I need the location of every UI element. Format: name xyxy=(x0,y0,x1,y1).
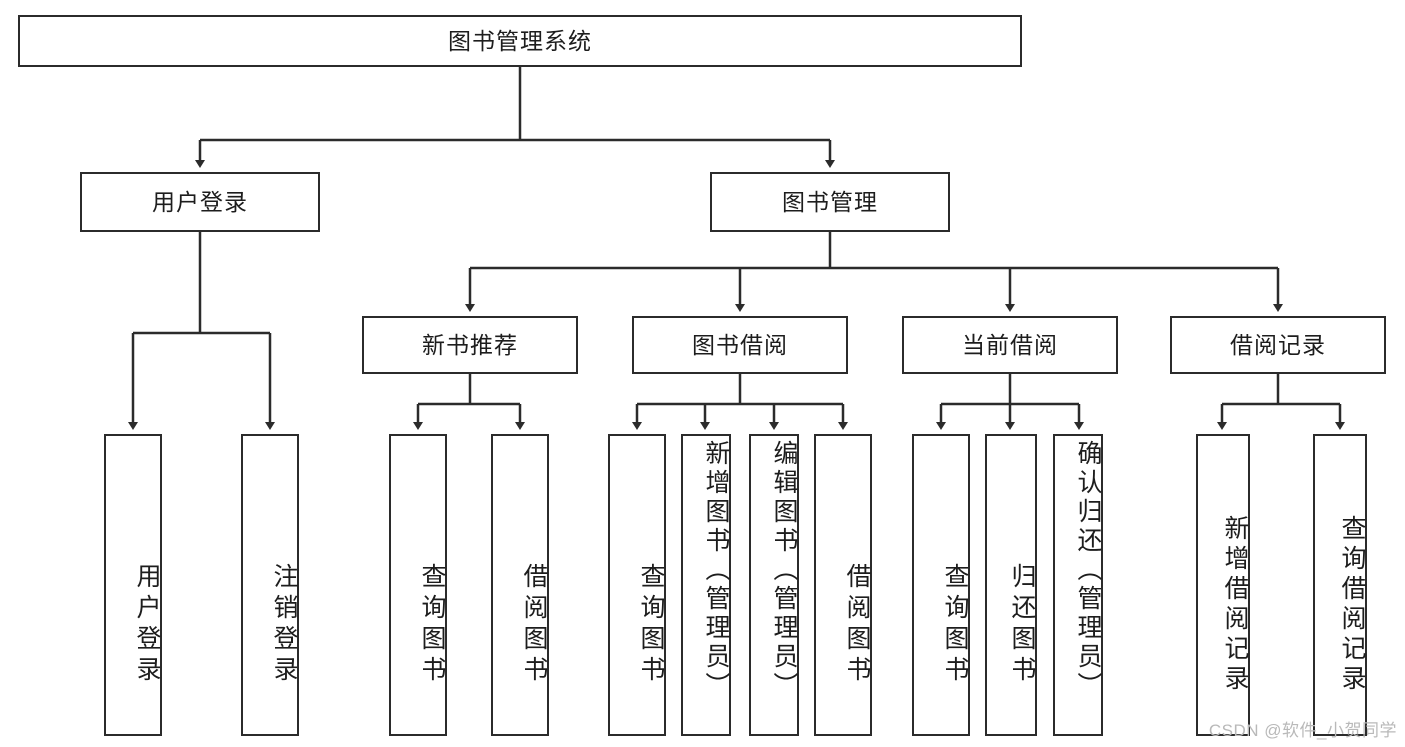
leaf-confirm-return-admin[interactable]: 确认归还（管理员） xyxy=(1053,434,1103,736)
leaf-borrow-book-new[interactable]: 借阅图书 xyxy=(491,434,549,736)
leaf-query-borrow-record-label: 查询借阅记录 xyxy=(1338,515,1366,695)
node-new-book-recommend-label: 新书推荐 xyxy=(422,331,518,358)
leaf-add-borrow-record-label: 新增借阅记录 xyxy=(1221,515,1249,695)
leaf-logout-label: 注销登录 xyxy=(270,563,298,687)
leaf-return-book[interactable]: 归还图书 xyxy=(985,434,1037,736)
node-current-borrow[interactable]: 当前借阅 xyxy=(902,316,1118,374)
csdn-watermark: CSDN @软件_小贺同学 xyxy=(1208,721,1397,740)
leaf-query-book-borrow-label: 查询图书 xyxy=(637,563,665,687)
node-root-label: 图书管理系统 xyxy=(448,27,592,54)
leaf-edit-book-admin[interactable]: 编辑图书（管理员） xyxy=(749,434,799,736)
leaf-return-book-label: 归还图书 xyxy=(1008,563,1036,687)
leaf-query-borrow-record[interactable]: 查询借阅记录 xyxy=(1313,434,1367,736)
node-root[interactable]: 图书管理系统 xyxy=(18,15,1022,67)
leaf-add-book-admin-label: 新增图书（管理员） xyxy=(702,440,730,701)
node-borrow-record[interactable]: 借阅记录 xyxy=(1170,316,1386,374)
leaf-add-borrow-record[interactable]: 新增借阅记录 xyxy=(1196,434,1250,736)
leaf-add-book-admin[interactable]: 新增图书（管理员） xyxy=(681,434,731,736)
leaf-query-book-current-label: 查询图书 xyxy=(941,563,969,687)
node-book-management[interactable]: 图书管理 xyxy=(710,172,950,232)
leaf-logout[interactable]: 注销登录 xyxy=(241,434,299,736)
leaf-query-book-new-label: 查询图书 xyxy=(418,563,446,687)
leaf-borrow-book-borrow[interactable]: 借阅图书 xyxy=(814,434,872,736)
node-user-login[interactable]: 用户登录 xyxy=(80,172,320,232)
node-book-borrow[interactable]: 图书借阅 xyxy=(632,316,848,374)
node-current-borrow-label: 当前借阅 xyxy=(962,331,1058,358)
leaf-user-login-label: 用户登录 xyxy=(133,563,161,687)
leaf-borrow-book-new-label: 借阅图书 xyxy=(520,563,548,687)
leaf-query-book-borrow[interactable]: 查询图书 xyxy=(608,434,666,736)
leaf-user-login[interactable]: 用户登录 xyxy=(104,434,162,736)
leaf-query-book-current[interactable]: 查询图书 xyxy=(912,434,970,736)
node-book-management-label: 图书管理 xyxy=(782,188,878,215)
leaf-confirm-return-admin-label: 确认归还（管理员） xyxy=(1074,440,1102,701)
node-book-borrow-label: 图书借阅 xyxy=(692,331,788,358)
leaf-borrow-book-borrow-label: 借阅图书 xyxy=(843,563,871,687)
node-borrow-record-label: 借阅记录 xyxy=(1230,331,1326,358)
node-user-login-label: 用户登录 xyxy=(152,188,248,215)
node-new-book-recommend[interactable]: 新书推荐 xyxy=(362,316,578,374)
leaf-edit-book-admin-label: 编辑图书（管理员） xyxy=(770,440,798,701)
leaf-query-book-new[interactable]: 查询图书 xyxy=(389,434,447,736)
